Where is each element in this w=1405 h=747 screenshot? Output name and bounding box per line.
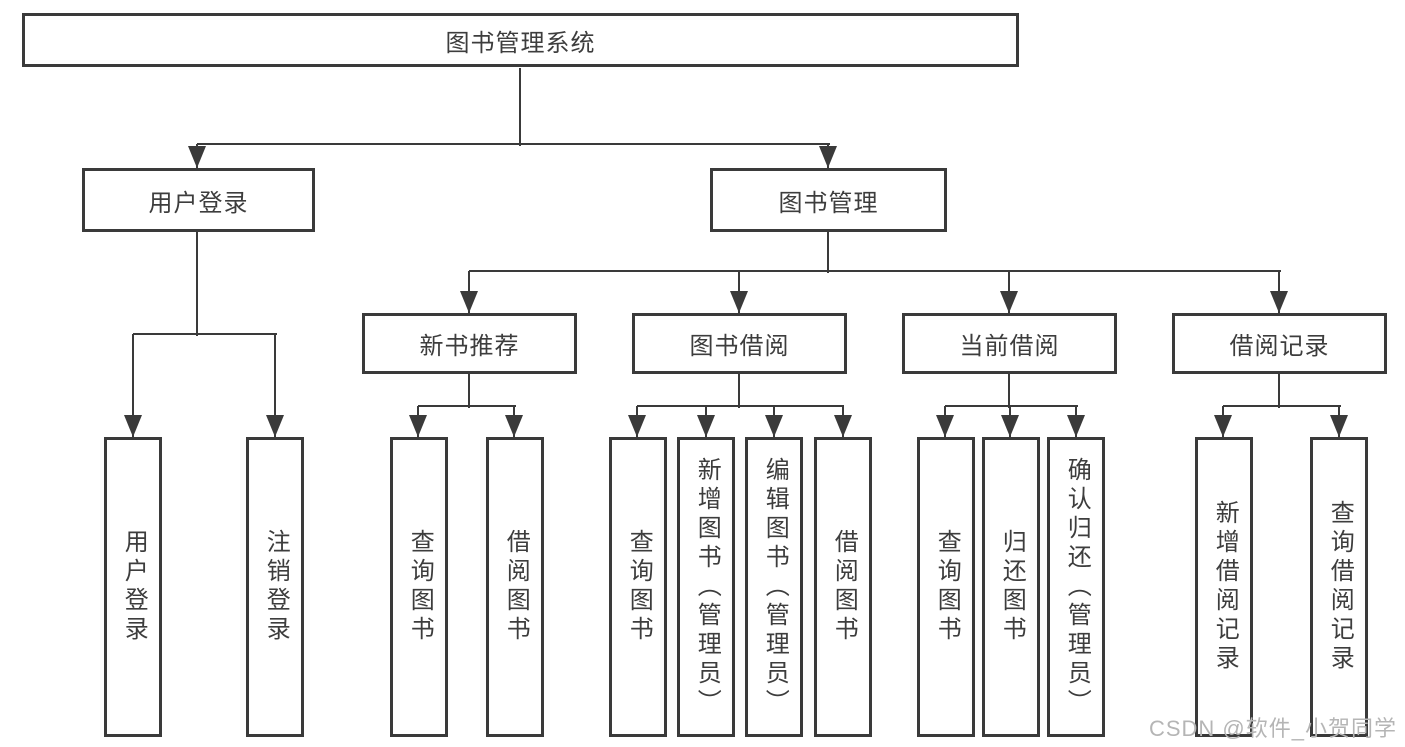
connector-line	[196, 232, 198, 336]
arrowhead-icon	[697, 415, 715, 437]
connector-line	[132, 334, 134, 437]
arrowhead-icon	[1270, 291, 1288, 313]
node-label: 图书借阅	[689, 333, 790, 360]
arrowhead-icon	[936, 415, 954, 437]
leaf-query-borrow-record: 查询借阅记录	[1310, 437, 1368, 737]
leaf-query-books-current: 查询图书	[917, 437, 975, 737]
arrowhead-icon	[1067, 415, 1085, 437]
arrowhead-icon	[1214, 415, 1232, 437]
node-current-borrow: 当前借阅	[902, 313, 1117, 374]
arrowhead-icon	[1330, 415, 1348, 437]
node-label: 查询图书	[933, 529, 961, 645]
node-new-book-recommend: 新书推荐	[362, 313, 577, 374]
node-root-system: 图书管理系统	[22, 13, 1019, 67]
arrowhead-icon	[834, 415, 852, 437]
node-label: 借阅图书	[830, 529, 858, 645]
leaf-query-books-borrow: 查询图书	[609, 437, 667, 737]
node-label: 归还图书	[998, 529, 1026, 645]
leaf-edit-books-admin: 编辑图书（管理员）	[745, 437, 803, 737]
arrowhead-icon	[266, 415, 284, 437]
node-borrow-records: 借阅记录	[1172, 313, 1387, 374]
connector-line	[1278, 374, 1280, 408]
arrowhead-icon	[1000, 291, 1018, 313]
connector-line	[133, 333, 277, 335]
node-label: 确认归还（管理员）	[1063, 456, 1091, 718]
node-label: 新增图书（管理员）	[693, 456, 721, 718]
connector-line	[827, 232, 829, 273]
node-label: 查询借阅记录	[1326, 500, 1354, 674]
node-label: 用户登录	[148, 189, 249, 217]
node-label: 查询图书	[406, 529, 434, 645]
connector-line	[197, 143, 830, 145]
leaf-logout: 注销登录	[246, 437, 304, 737]
arrowhead-icon	[765, 415, 783, 437]
leaf-return-books: 归还图书	[982, 437, 1040, 737]
node-book-management-branch: 图书管理	[710, 168, 947, 232]
arrowhead-icon	[409, 415, 427, 437]
arrowhead-icon	[819, 146, 837, 168]
arrowhead-icon	[1001, 415, 1019, 437]
connector-line	[1008, 374, 1010, 408]
connector-line	[274, 334, 276, 437]
node-label: 借阅记录	[1229, 333, 1330, 360]
leaf-query-books-recommend: 查询图书	[390, 437, 448, 737]
connector-line	[945, 405, 1078, 407]
connector-line	[738, 374, 740, 408]
node-label: 编辑图书（管理员）	[761, 456, 789, 718]
leaf-add-borrow-record: 新增借阅记录	[1195, 437, 1253, 737]
connector-line	[519, 68, 521, 146]
leaf-user-login: 用户登录	[104, 437, 162, 737]
connector-line	[469, 270, 1281, 272]
arrowhead-icon	[505, 415, 523, 437]
csdn-watermark: CSDN @软件_小贺同学	[1148, 716, 1397, 741]
connector-line	[468, 374, 470, 408]
connector-line	[637, 405, 844, 407]
node-label: 新增借阅记录	[1211, 500, 1239, 674]
arrowhead-icon	[628, 415, 646, 437]
node-label: 当前借阅	[959, 333, 1060, 360]
leaf-add-books-admin: 新增图书（管理员）	[677, 437, 735, 737]
arrowhead-icon	[730, 291, 748, 313]
node-book-borrow: 图书借阅	[632, 313, 847, 374]
node-label: 用户登录	[120, 529, 148, 645]
node-label: 注销登录	[262, 529, 290, 645]
arrowhead-icon	[188, 146, 206, 168]
node-user-login-branch: 用户登录	[82, 168, 315, 232]
node-label: 借阅图书	[502, 529, 530, 645]
node-label: 新书推荐	[419, 333, 520, 360]
arrowhead-icon	[124, 415, 142, 437]
node-label: 图书管理系统	[445, 29, 596, 57]
node-label: 图书管理	[778, 189, 879, 217]
node-label: 查询图书	[625, 529, 653, 645]
leaf-borrow-books-recommend: 借阅图书	[486, 437, 544, 737]
connector-line	[1223, 405, 1341, 407]
arrowhead-icon	[460, 291, 478, 313]
connector-line	[418, 405, 516, 407]
leaf-borrow-books: 借阅图书	[814, 437, 872, 737]
leaf-confirm-return-admin: 确认归还（管理员）	[1047, 437, 1105, 737]
